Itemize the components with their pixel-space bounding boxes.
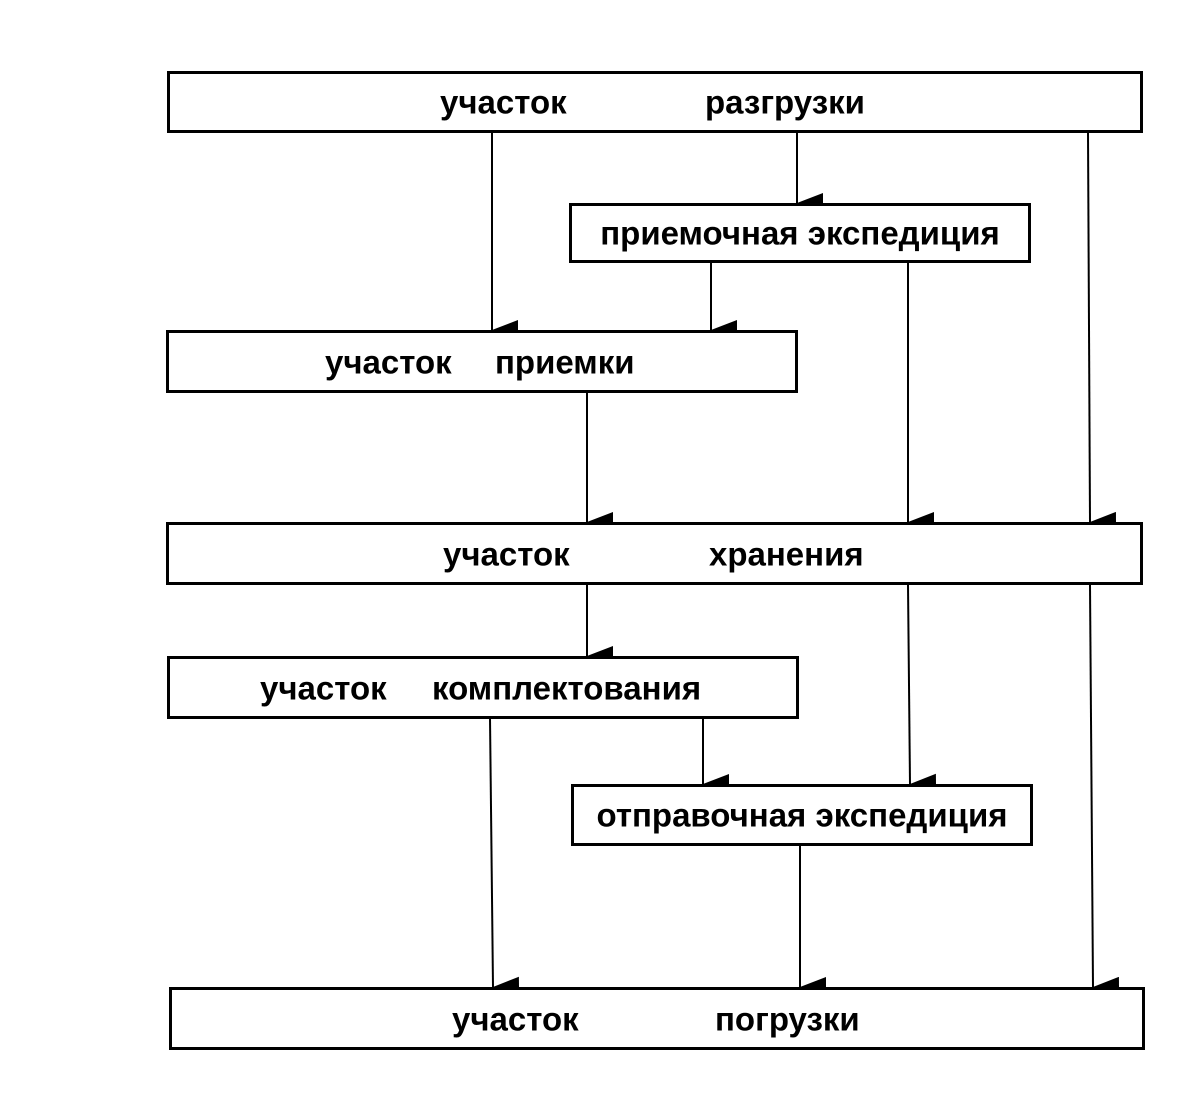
- picking-area-node: участок комплектования: [167, 656, 799, 719]
- acceptance-area-word2: приемки: [495, 343, 635, 380]
- loading-area-word1: участок: [452, 1000, 579, 1037]
- receiving-expedition-label: приемочная экспедиция: [600, 214, 1000, 252]
- acceptance-area-node: участок приемки: [166, 330, 798, 393]
- dispatch-expedition-label: отправочная экспедиция: [596, 796, 1008, 834]
- loading-area-node: участок погрузки: [169, 987, 1145, 1050]
- storage-area-word1: участок: [443, 535, 570, 572]
- unloading-area-node: участок разгрузки: [167, 71, 1143, 133]
- storage-area-node: участок хранения: [166, 522, 1143, 585]
- unloading-area-word1: участок: [440, 83, 567, 121]
- unloading-area-word2: разгрузки: [705, 83, 865, 121]
- acceptance-area-word1: участок: [325, 343, 452, 380]
- arrow-storage-to-dispatch-expedition: [907, 584, 937, 794]
- arrow-picking-to-loading: [489, 717, 520, 997]
- receiving-expedition-node: приемочная экспедиция: [569, 203, 1031, 263]
- arrow-storage-to-loading: [1089, 584, 1120, 997]
- loading-area-word2: погрузки: [715, 1000, 860, 1037]
- storage-area-word2: хранения: [709, 535, 864, 572]
- picking-area-word1: участок: [260, 669, 387, 706]
- dispatch-expedition-node: отправочная экспедиция: [571, 784, 1033, 846]
- picking-area-word2: комплектования: [432, 669, 702, 706]
- arrow-unloading-to-storage: [1087, 132, 1117, 532]
